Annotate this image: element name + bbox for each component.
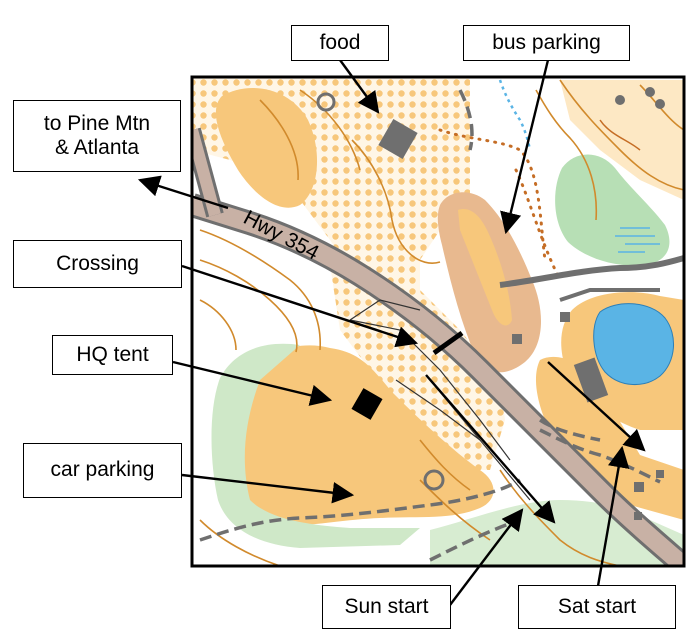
arrow-hq [172,360,333,406]
sat-start-callout: Sat start [518,585,676,629]
food-building [378,119,418,159]
open-land-northeast [560,80,684,200]
open-land-northwest [215,88,318,208]
map-frame [190,75,686,568]
dark-dots [615,87,665,109]
marsh [615,227,660,253]
bus-parking-callout: bus parking [463,25,630,61]
rough-open-area-central [330,265,505,470]
stream [498,79,532,151]
arrow-food [339,59,380,114]
arrow-crossing [181,264,419,348]
trails [199,89,661,562]
leader-arrows [137,59,646,606]
building-east [573,357,609,403]
arrow-pine [137,175,229,210]
food-callout: food [291,25,389,61]
bus-parking-inner [458,209,512,326]
arrow-bus [500,59,550,235]
open-land-hq [234,345,494,526]
hq-tent [351,388,383,420]
car-parking-callout: car parking [23,443,182,498]
crossing-marker [432,330,464,356]
green-area-southwest [211,343,420,548]
arrow-car [181,473,355,504]
hq-tent-callout: HQ tent [52,335,173,375]
point-features [316,92,445,491]
lake-road [559,288,660,302]
map-content: Hwy 354 [192,77,684,566]
arrow-sun [449,508,524,606]
open-land-southeast [535,356,684,520]
arrow-start-sat [547,361,646,452]
lake [593,303,675,386]
sun-start-callout: Sun start [322,585,451,629]
crossing-callout: Crossing [13,240,182,288]
arrow-start-sun [425,374,556,524]
dotted-boundaries [438,128,562,282]
earth-bank [599,119,641,151]
pine-mtn-callout: to Pine Mtn & Atlanta [13,100,181,172]
green-area-northeast [555,154,670,266]
east-road [499,255,684,288]
arrow-sat [596,445,630,587]
